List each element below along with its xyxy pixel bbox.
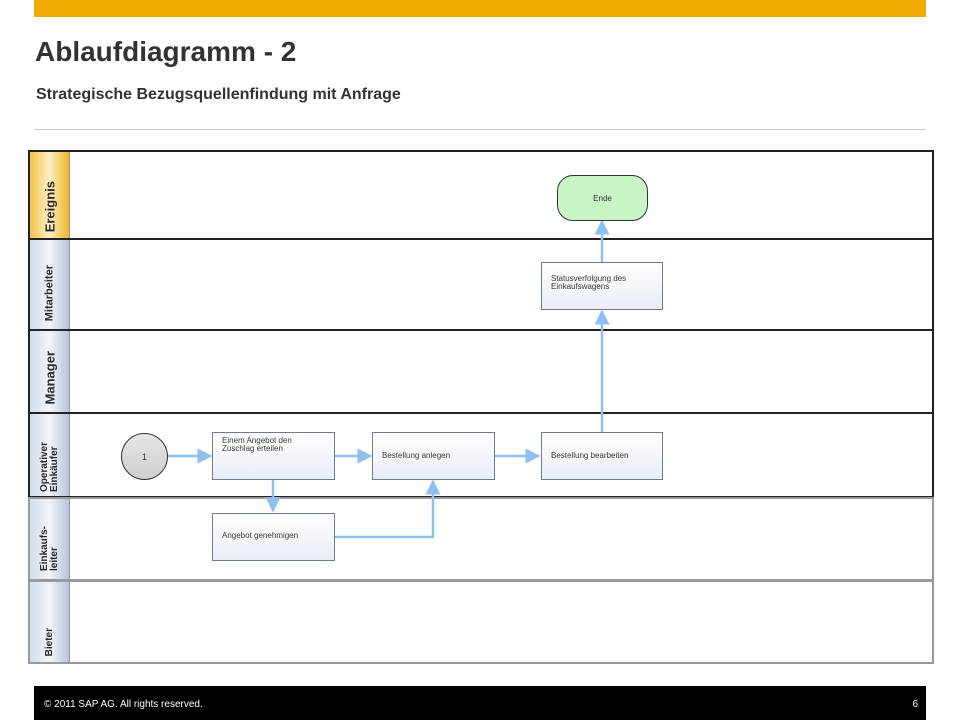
title-divider [34, 129, 926, 130]
page-subtitle: Strategische Bezugsquellenfindung mit An… [36, 86, 401, 103]
lane-label-ereignis: Ereignis [30, 152, 70, 238]
lane-label-manager: Manager [30, 331, 70, 412]
task-statusverfolgung: Statusverfolgung des Einkaufswagens [541, 262, 663, 310]
lane-label-einkaufsleiter: Einkaufs- leiter [30, 499, 70, 579]
page-title: Ablaufdiagramm - 2 [35, 36, 297, 67]
lane-manager: Manager [28, 329, 934, 414]
lane-label-operativer-einkaeufer: Operativer Einkäufer [30, 414, 70, 496]
footer-copyright: © 2011 SAP AG. All rights reserved. [44, 699, 203, 710]
lane-label-bieter: Bieter [30, 582, 70, 662]
task-angebot-genehmigen: Angebot genehmigen [212, 513, 335, 561]
start-node: 1 [121, 433, 168, 480]
end-node: Ende [557, 175, 648, 221]
task-zuschlag-erteilen: Einem Angebot den Zuschlag erteilen [212, 432, 335, 480]
footer-bar: © 2011 SAP AG. All rights reserved. 6 [34, 686, 926, 720]
task-bestellung-bearbeiten: Bestellung bearbeiten [541, 432, 663, 480]
lane-bieter: Bieter [28, 580, 934, 664]
task-bestellung-anlegen: Bestellung anlegen [372, 432, 495, 480]
arrow-angebot-to-bestellung-anlegen [335, 479, 441, 539]
lane-label-mitarbeiter: Mitarbeiter [30, 240, 70, 329]
lane-ereignis: Ereignis [28, 150, 934, 240]
accent-bar [34, 0, 926, 17]
page-number: 6 [912, 699, 918, 710]
